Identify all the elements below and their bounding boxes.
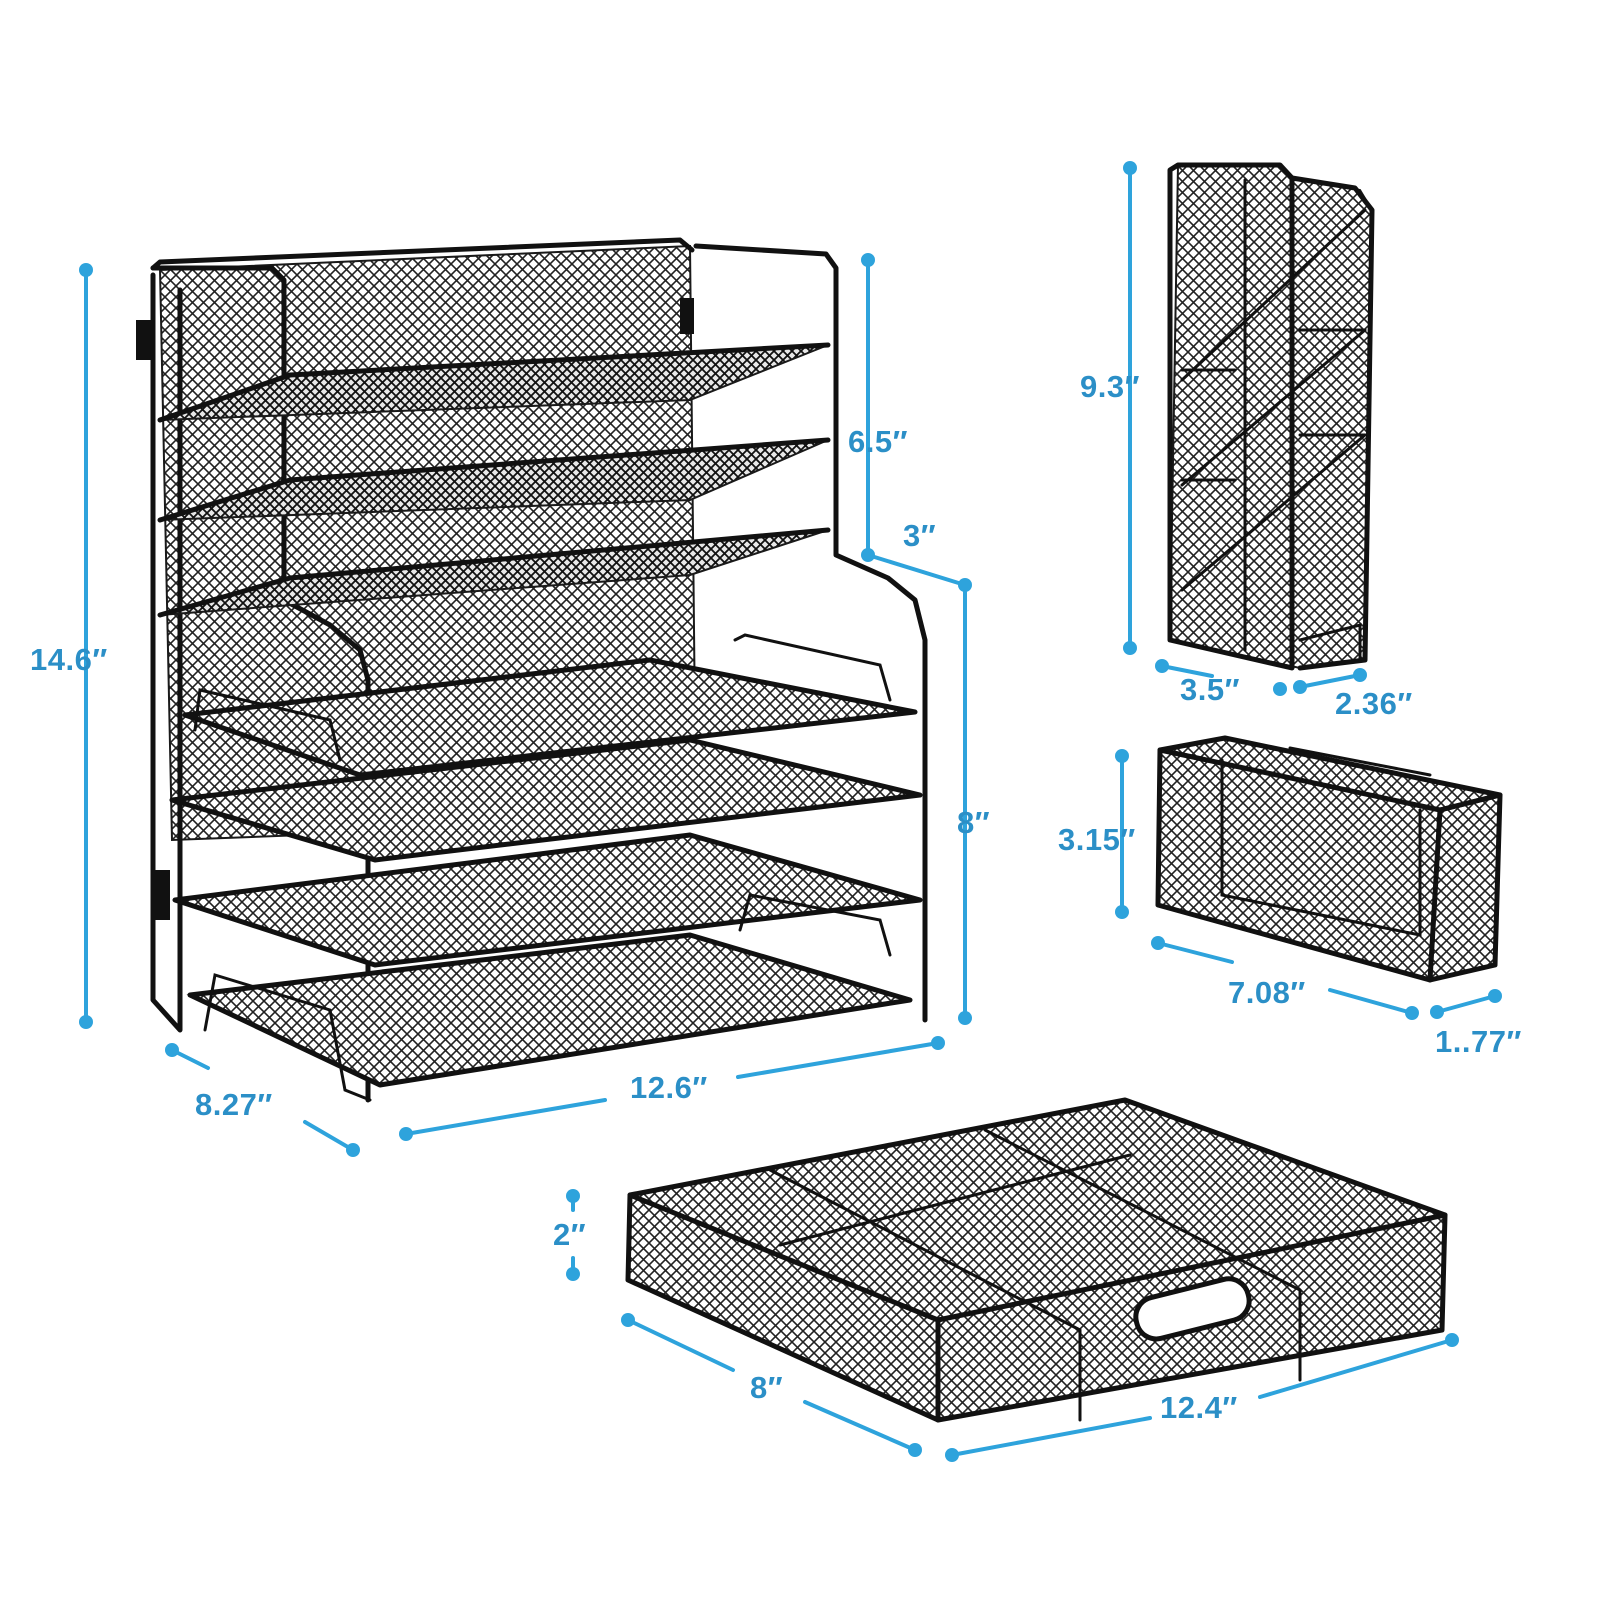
organizer-back-top: [150, 237, 695, 271]
organizer-right-frame: [693, 243, 928, 1023]
organizer-height-total-label: 14.6″: [30, 642, 108, 677]
organizer-clip-mid: [680, 298, 694, 334]
organizer-height-bottom-label: 8″: [957, 805, 990, 840]
pencil-holder: [1155, 735, 1503, 983]
file-holder-height-label: 9.3″: [1080, 369, 1140, 404]
pencil-holder-body: [1156, 736, 1502, 982]
organizer-clip-bottom: [154, 870, 170, 920]
organizer-lower-trays: [169, 633, 923, 1102]
pencil-holder-height-label: 3.15″: [1058, 822, 1136, 857]
organizer-width-label: 12.6″: [630, 1070, 708, 1105]
organizer-left-side-upper: [150, 265, 371, 1103]
pencil-holder-depth-label: 1..77″: [1435, 1024, 1522, 1059]
drawer-depth-label: 8″: [750, 1370, 783, 1405]
organizer-height-top-label: 6.5″: [848, 424, 908, 459]
dimension-labels: 14.6″ 6.5″ 3″ 8″ 12.6″ 8.27″ 9.3″ 3.5″ 2…: [30, 369, 1522, 1425]
dimension-lines: [79, 161, 1502, 1462]
organizer-clip-top: [136, 320, 154, 360]
file-holder-dividers: [1180, 178, 1367, 652]
drawer-height-label: 2″: [553, 1217, 586, 1252]
drawer: [625, 1097, 1448, 1423]
file-organizer: [136, 237, 928, 1103]
file-holder: [1167, 162, 1375, 671]
organizer-step-label: 3″: [903, 518, 936, 553]
drawer-handle: [1133, 1276, 1252, 1342]
organizer-depth-label: 8.27″: [195, 1087, 273, 1122]
organizer-upper-shelves: [157, 342, 831, 618]
drawer-width-label: 12.4″: [1160, 1390, 1238, 1425]
pencil-holder-inner-frame: [1220, 758, 1422, 937]
pencil-holder-length-label: 7.08″: [1228, 975, 1306, 1010]
file-holder-body: [1168, 164, 1374, 670]
file-holder-width-label: 3.5″: [1180, 672, 1240, 707]
file-holder-depth-label: 2.36″: [1335, 686, 1413, 721]
organizer-left-frame: [150, 272, 183, 1033]
drawer-dividers: [768, 1128, 1302, 1422]
